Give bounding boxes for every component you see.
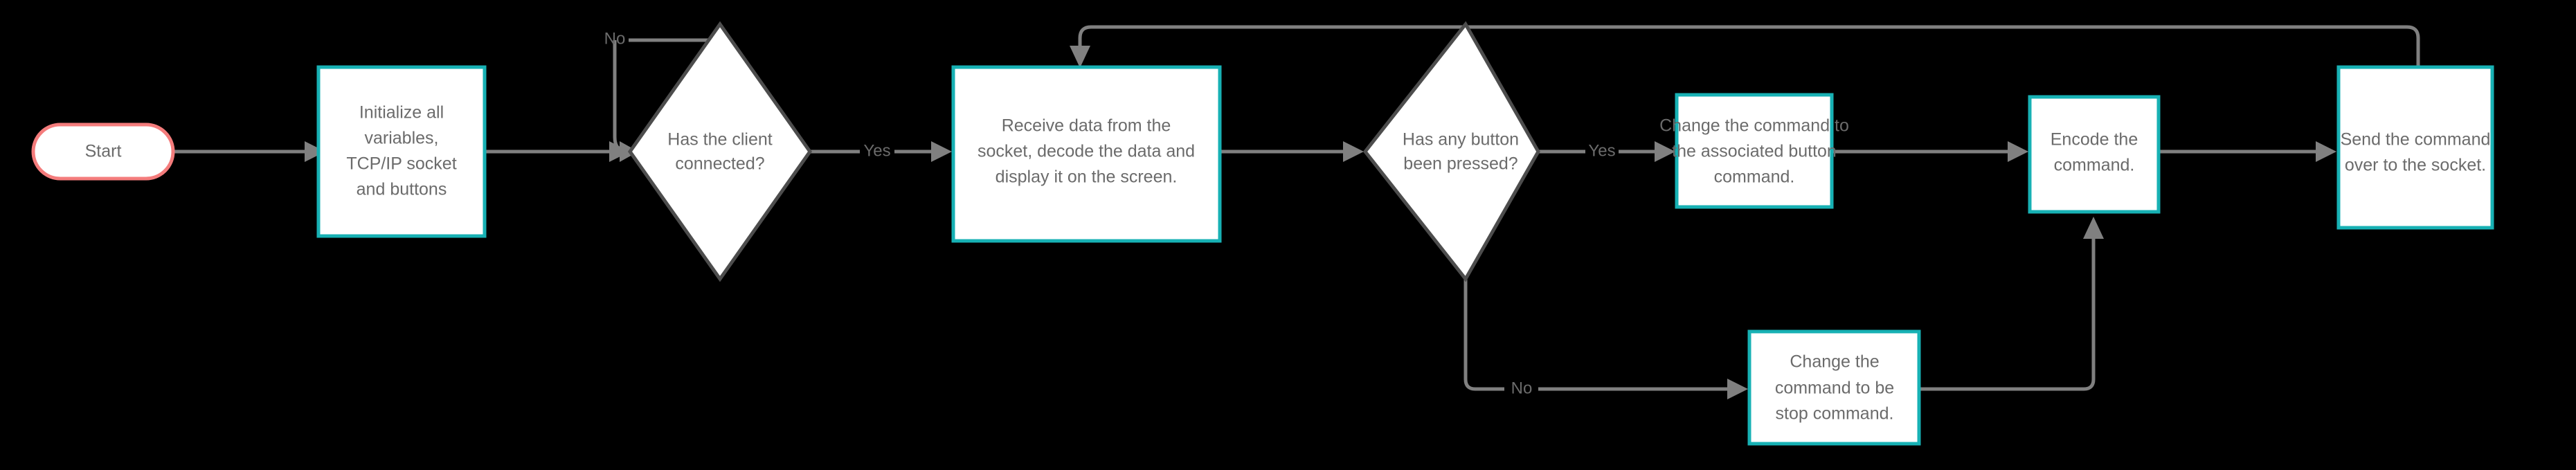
change-command-label-line3: command. xyxy=(1714,168,1795,187)
send-command-shape xyxy=(2336,65,2494,230)
change-command-label-line1: Change the command to xyxy=(1659,116,1849,136)
node-initialize[interactable]: Initialize all variables, TCP/IP socket … xyxy=(316,65,487,238)
initialize-label-line3: TCP/IP socket xyxy=(346,154,456,174)
stop-command-label-line3: stop command. xyxy=(1776,404,1894,424)
node-encode-command[interactable]: Encode the command. xyxy=(2028,95,2161,214)
node-receive-data[interactable]: Receive data from the socket, decode the… xyxy=(951,65,1222,243)
edge-send-feedback-loop xyxy=(1070,25,2420,68)
button-decision-label-line2: been pressed? xyxy=(1403,154,1517,174)
edge-label-client-no: No xyxy=(604,29,626,48)
node-change-command[interactable]: Change the command to the associated but… xyxy=(1659,93,1849,209)
start-shape xyxy=(31,123,175,181)
button-decision-shape xyxy=(1362,21,1540,282)
receive-data-label-line1: Receive data from the xyxy=(1002,116,1171,136)
receive-data-shape xyxy=(951,65,1222,243)
send-command-label-line1: Send the command xyxy=(2341,130,2491,150)
stop-command-label-line1: Change the xyxy=(1790,352,1879,372)
stop-command-label-line2: command to be xyxy=(1775,379,1894,398)
edge-receive-to-button-decision xyxy=(1220,141,1364,162)
initialize-shape xyxy=(316,65,487,238)
edge-button-decision-yes xyxy=(1538,141,1675,162)
encode-command-label-line1: Encode the xyxy=(2051,130,2138,150)
edge-encode-to-send xyxy=(2159,141,2336,162)
edge-start-to-initialize xyxy=(173,141,325,162)
node-send-command[interactable]: Send the command over to the socket. xyxy=(2336,65,2494,230)
node-button-pressed-decision[interactable]: Has any button been pressed? xyxy=(1362,21,1540,282)
receive-data-label-line2: socket, decode the data and xyxy=(978,142,1195,161)
edge-label-client-yes: Yes xyxy=(863,141,890,160)
receive-data-label-line3: display it on the screen. xyxy=(996,168,1178,187)
edge-change-to-encode xyxy=(1832,141,2028,162)
change-command-shape xyxy=(1675,93,1834,209)
edge-label-button-no: No xyxy=(1511,379,1533,397)
node-start[interactable]: Start xyxy=(31,123,175,181)
initialize-label-line2: variables, xyxy=(365,129,439,148)
edge-button-decision-no xyxy=(1463,244,1748,399)
encode-command-label-line2: command. xyxy=(2054,156,2135,175)
change-command-label-line2: the associated button xyxy=(1672,142,1837,161)
button-decision-label-line1: Has any button xyxy=(1403,130,1519,150)
encode-command-shape xyxy=(2028,95,2161,214)
send-command-label-line2: over to the socket. xyxy=(2345,156,2486,175)
node-client-connected-decision[interactable]: Has the client connected? xyxy=(627,21,813,282)
initialize-label-line1: Initialize all xyxy=(359,103,444,123)
stop-command-shape xyxy=(1747,329,1921,446)
client-decision-shape xyxy=(627,21,813,282)
edge-stop-to-encode xyxy=(1919,217,2104,391)
start-label: Start xyxy=(85,142,122,161)
node-stop-command[interactable]: Change the command to be stop command. xyxy=(1747,329,1921,446)
client-decision-label-line2: connected? xyxy=(675,154,764,174)
edge-client-decision-yes xyxy=(810,141,952,162)
client-decision-label-line1: Has the client xyxy=(667,130,773,150)
initialize-label-line4: and buttons xyxy=(357,180,447,199)
edge-label-button-yes: Yes xyxy=(1588,141,1615,160)
edge-initialize-to-client-decision xyxy=(485,141,630,162)
